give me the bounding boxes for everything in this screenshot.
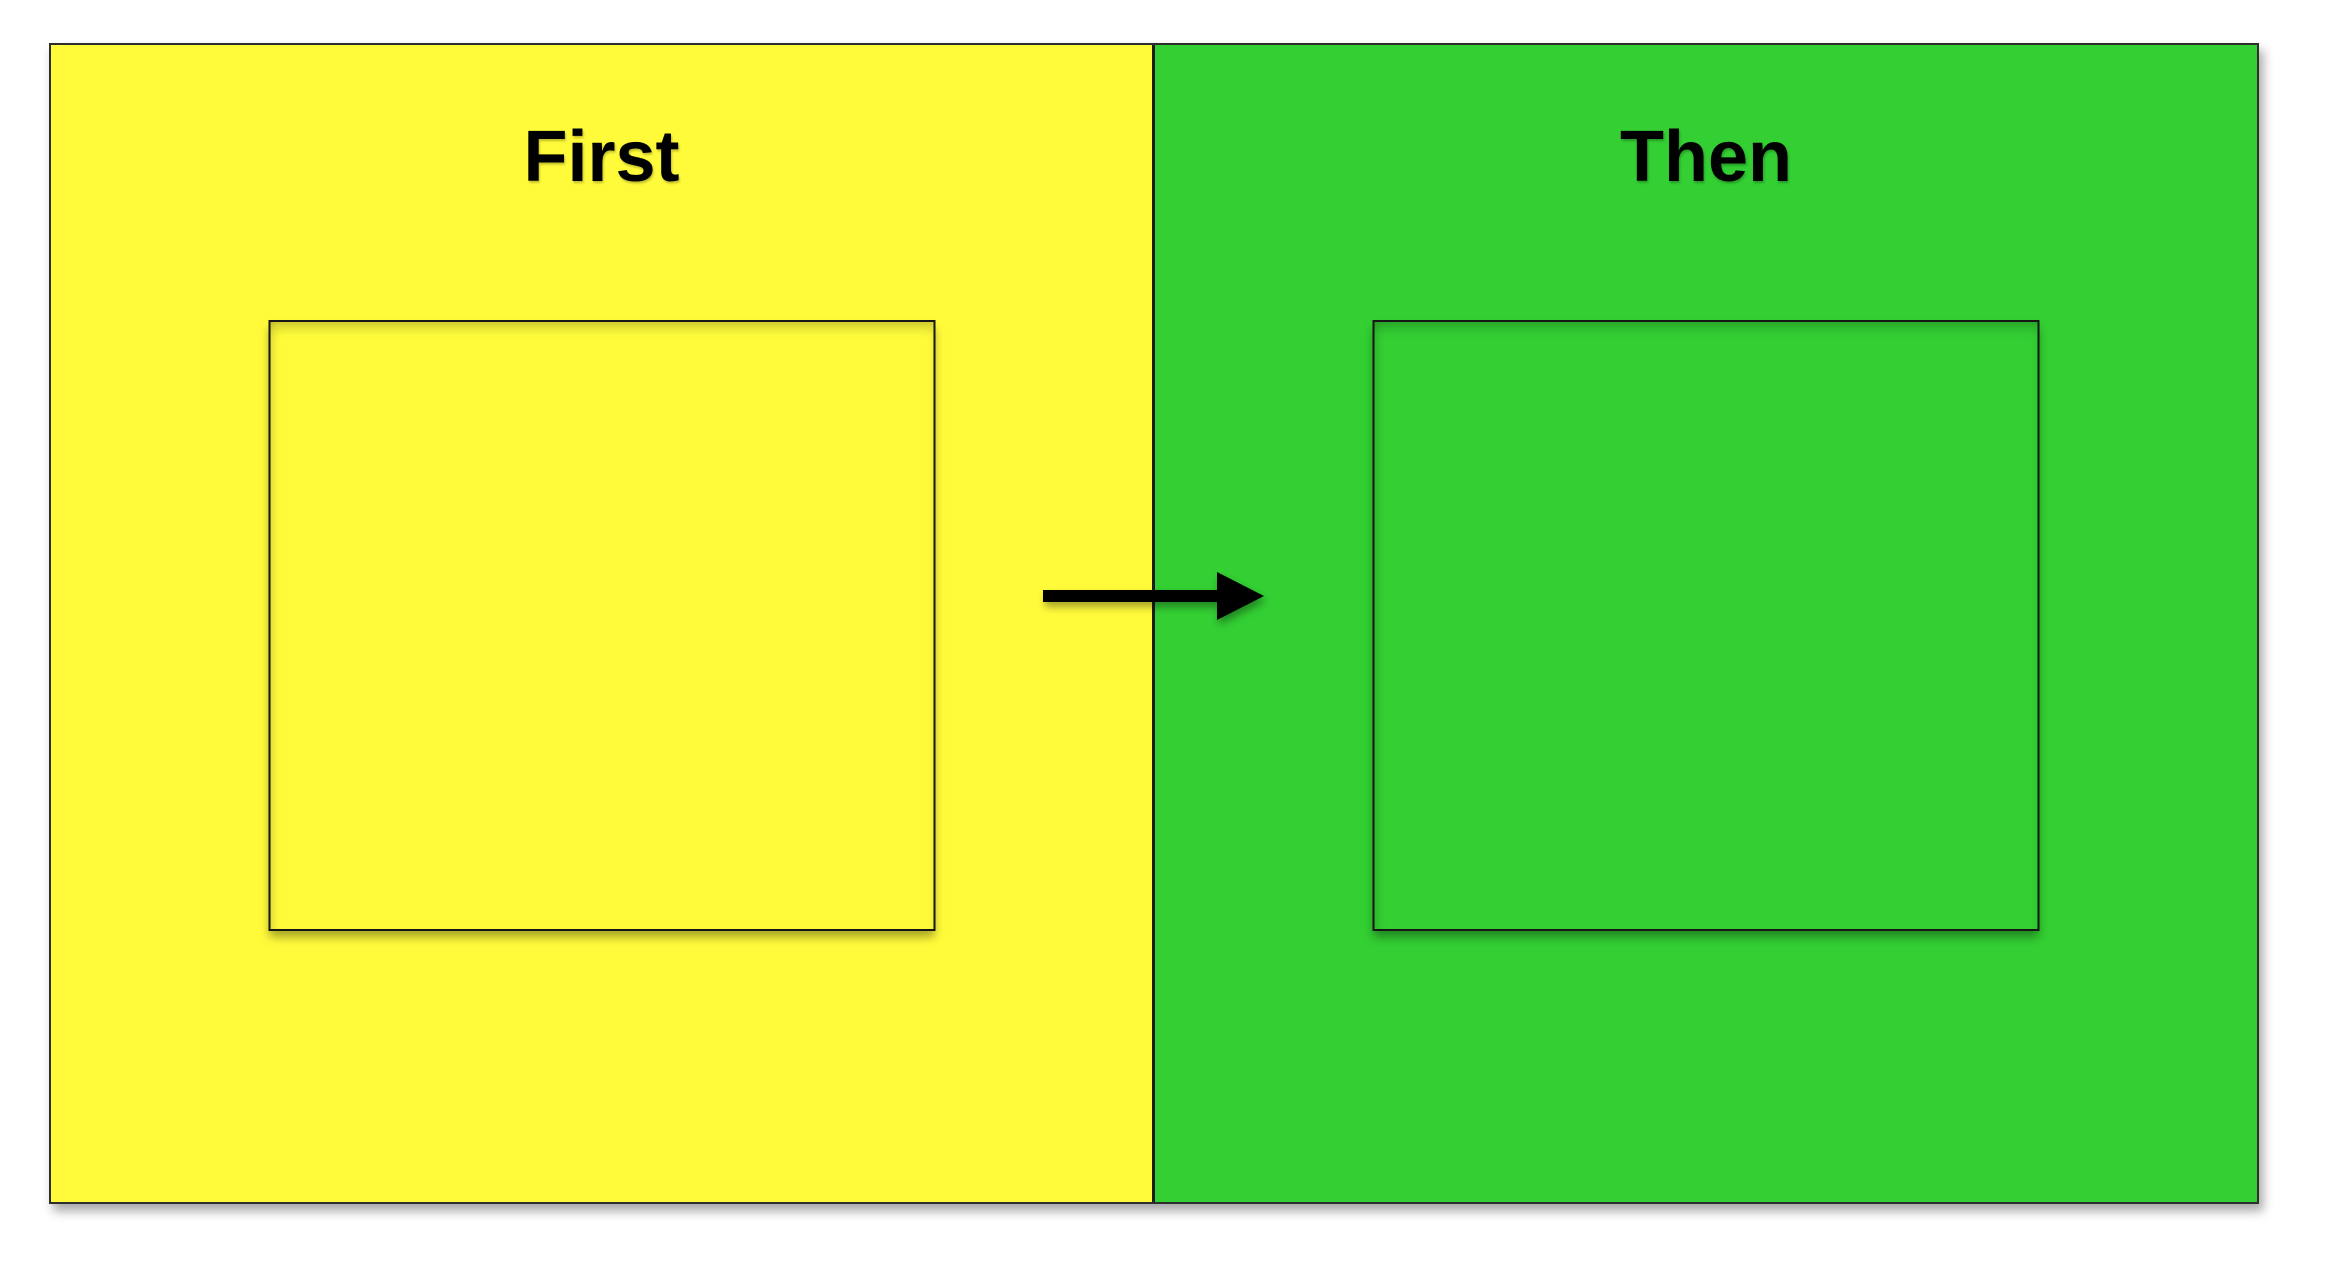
panel-then-title: Then xyxy=(1620,117,1792,197)
panel-first: First xyxy=(51,45,1155,1202)
arrow-right-icon xyxy=(1043,572,1264,620)
panel-first-title: First xyxy=(523,117,680,197)
arrow-head xyxy=(1217,572,1264,620)
arrow-shaft xyxy=(1043,590,1219,602)
first-then-board-frame: First Then xyxy=(49,43,2259,1204)
panel-then-placeholder-box xyxy=(1372,320,2040,931)
panel-first-placeholder-box xyxy=(268,320,935,931)
panel-then: Then xyxy=(1155,45,2257,1202)
